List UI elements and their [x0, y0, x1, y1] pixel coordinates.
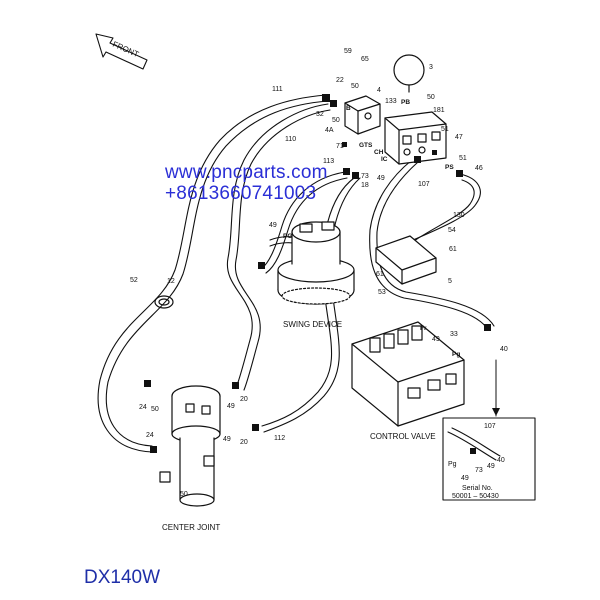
callout-number: 107	[418, 181, 430, 188]
port-label: PS	[445, 164, 454, 171]
callout-number: 50	[332, 117, 340, 124]
callout-number: 54	[448, 227, 456, 234]
callout-number: 24	[139, 404, 147, 411]
callout-number: 111	[272, 86, 283, 93]
callout-number: 112	[274, 435, 285, 442]
hose-111	[97, 94, 329, 453]
watermark-url: www.pncparts.com	[165, 162, 328, 183]
inset-callout: 40	[497, 457, 505, 464]
callout-number: 46	[475, 165, 483, 172]
center-joint-label: CENTER JOINT	[162, 523, 220, 532]
watermark-phone: +8613660741003	[165, 183, 317, 204]
hose-130	[399, 173, 481, 253]
callout-number: 20	[240, 439, 248, 446]
hose-112	[261, 177, 361, 433]
solenoid-valve-block	[384, 111, 447, 165]
callout-number: 71	[336, 143, 344, 150]
callout-number: 50	[351, 83, 359, 90]
serial-range: 50001 – 50430	[452, 493, 499, 500]
callout-number: 49	[377, 175, 385, 182]
port-label: CH	[374, 149, 384, 156]
callout-number: 49	[432, 336, 440, 343]
accumulator-3	[393, 54, 425, 93]
callout-number: 5	[448, 278, 452, 285]
hose-110	[226, 103, 331, 391]
port-label: PB	[401, 99, 410, 106]
hose-113	[261, 171, 348, 274]
callout-number: 51	[441, 126, 449, 133]
callout-number: 49	[227, 403, 235, 410]
callout-number: 50	[151, 406, 159, 413]
swing-device-motor	[277, 221, 355, 305]
inset-callout: 73	[475, 467, 483, 474]
control-valve-body	[351, 321, 465, 427]
callout-number: 59	[344, 48, 352, 55]
part-callouts: 59 65 22 50 32 4 133 3 50 181 50 4A 71 5…	[130, 48, 508, 498]
callout-number: 32	[316, 111, 324, 118]
port-label: B	[346, 105, 351, 112]
port-label: Fr	[420, 325, 427, 332]
hose-107	[369, 159, 495, 331]
callout-number: 50	[180, 491, 188, 498]
callout-number: 18	[361, 182, 369, 189]
center-joint	[159, 385, 221, 507]
callout-number: 65	[361, 56, 369, 63]
serial-inset-frame	[442, 359, 536, 501]
callout-number: 50	[427, 94, 435, 101]
serial-label: Serial No.	[462, 485, 493, 492]
inset-callout: 49	[461, 475, 469, 482]
callout-number: 51	[459, 155, 467, 162]
port-label: GTS	[359, 142, 373, 149]
callout-number: 73	[361, 173, 369, 180]
inset-leader-arrow-icon	[492, 408, 500, 416]
port-label: PG	[283, 233, 292, 240]
inset-callout: Pg	[448, 461, 457, 468]
callout-number: 49	[223, 436, 231, 443]
callout-number: 12	[167, 278, 175, 285]
callout-number: 4	[377, 87, 381, 94]
model-label: DX140W	[84, 567, 161, 588]
callout-number: 20	[240, 396, 248, 403]
callout-number: 181	[433, 107, 445, 114]
callout-number: 33	[450, 331, 458, 338]
callout-number: 49	[269, 222, 277, 229]
callout-number: 130	[453, 212, 465, 219]
control-valve-label: CONTROL VALVE	[370, 432, 436, 441]
bracket-5	[375, 235, 437, 285]
swing-device-label: SWING DEVICE	[283, 320, 342, 329]
callout-number: 110	[285, 136, 296, 143]
callout-number: 61	[449, 246, 457, 253]
fittings	[144, 94, 491, 454]
inset-callout: 49	[487, 463, 495, 470]
manifold-block-4	[344, 95, 381, 135]
port-label: Pg	[452, 351, 460, 358]
grommet-12	[154, 295, 174, 309]
callout-number: 133	[385, 98, 397, 105]
inset-callout: 107	[484, 423, 496, 430]
callout-number: 22	[336, 77, 344, 84]
callout-number: 40	[500, 346, 508, 353]
callout-number: 61	[376, 271, 384, 278]
callout-number: 4A	[325, 127, 334, 134]
callout-number: 47	[455, 134, 463, 141]
callout-number: 3	[429, 64, 433, 71]
callout-number: 53	[378, 289, 386, 296]
front-arrow-icon	[95, 33, 148, 70]
callout-number: 52	[130, 277, 138, 284]
callout-number: 24	[146, 432, 154, 439]
port-label: IC	[381, 156, 388, 163]
callout-number: 113	[323, 158, 334, 165]
